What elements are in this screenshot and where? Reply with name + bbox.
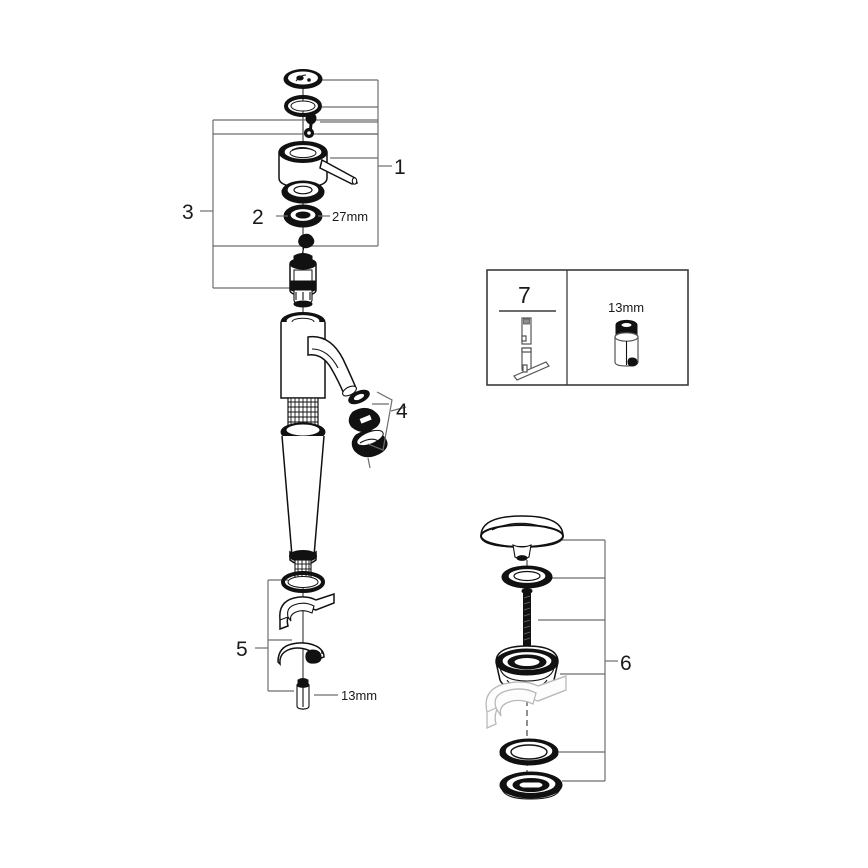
allen-key-tool-icon [513, 317, 550, 381]
part-drain-stopper-cap [480, 515, 564, 561]
callout-5-label: 5 [236, 638, 248, 661]
dimension-27mm-text: 27mm [332, 209, 368, 224]
part-o-ring-top [284, 95, 322, 117]
callout-6-bracket [538, 539, 618, 782]
callout-1-label: 1 [394, 156, 406, 179]
inset-box [486, 269, 689, 386]
callout-3-bracket [200, 119, 378, 289]
part-shank-nut [296, 678, 310, 710]
part-index-cap [283, 69, 323, 89]
callout-4-label: 4 [396, 400, 408, 423]
part-sink-basin-ghost [485, 675, 567, 730]
part-aerator-housing [351, 429, 388, 458]
part-drain-lock-nut [499, 771, 563, 800]
part-cartridge-screw [298, 233, 315, 257]
part-aerator-gasket [348, 389, 370, 405]
inset-number-7: 7 [518, 282, 531, 308]
part-set-screw [303, 127, 315, 139]
inset-dimension-13mm-text: 13mm [608, 300, 644, 315]
part-lever-handle [278, 141, 359, 188]
callout-3-label: 3 [182, 201, 194, 224]
part-handle-collar [281, 180, 325, 204]
part-mounting-bracket-upper [279, 592, 335, 631]
callout-1-bracket [318, 79, 392, 246]
part-ceramic-cartridge [289, 253, 317, 308]
part-handle-nut [283, 204, 323, 228]
part-aerator-insert [348, 408, 381, 432]
part-faucet-body-spout [280, 312, 357, 583]
part-drain-flange [495, 645, 559, 690]
dimension-13mm-shank-text: 13mm [341, 688, 377, 703]
callout-6-label: 6 [620, 652, 632, 675]
socket-wrench-icon [614, 319, 639, 367]
part-mounting-bracket-lower [277, 642, 325, 667]
part-stopper-seal-washer [501, 565, 553, 589]
part-drain-gasket-ring [499, 738, 559, 766]
callout-5-bracket [255, 579, 294, 692]
callout-4-bracket [367, 391, 407, 469]
callout-2-label: 2 [252, 206, 264, 229]
part-shank-washer [281, 571, 325, 593]
part-drain-rod-screw [521, 587, 533, 646]
